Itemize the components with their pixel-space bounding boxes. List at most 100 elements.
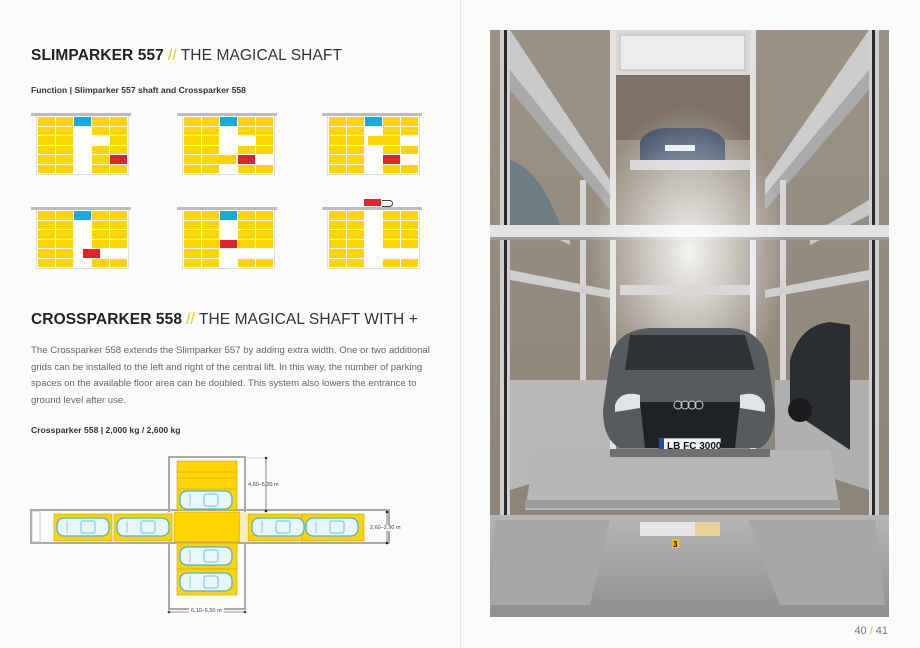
parking-space xyxy=(92,239,109,249)
parking-space xyxy=(383,239,400,249)
parking-space xyxy=(238,230,255,239)
parking-space xyxy=(38,136,55,145)
heading-separator: // xyxy=(186,311,195,328)
grid-ground-line xyxy=(177,113,277,116)
parking-space xyxy=(38,230,55,239)
grid-body xyxy=(36,210,129,269)
parking-space xyxy=(184,145,201,155)
parking-space xyxy=(401,145,418,155)
parking-space xyxy=(383,136,400,145)
parking-space xyxy=(238,258,255,268)
parking-space xyxy=(110,164,127,174)
target-car xyxy=(220,239,237,249)
moving-space xyxy=(219,155,237,164)
parking-space xyxy=(347,155,364,164)
target-car xyxy=(83,249,100,258)
parking-space xyxy=(347,258,364,268)
grid-body xyxy=(182,116,275,175)
section1-heading: SLIMPARKER 557//THE MAGICAL SHAFT xyxy=(31,47,342,65)
parking-space xyxy=(329,136,346,145)
parking-space xyxy=(92,117,109,126)
parking-space xyxy=(329,258,346,268)
parking-space xyxy=(256,136,273,145)
parking-space xyxy=(347,117,364,126)
parking-space xyxy=(401,239,418,249)
parking-space xyxy=(238,164,255,174)
license-plate-text: LB FC 3000 xyxy=(667,441,722,452)
parking-space xyxy=(92,258,109,268)
platform-number: 3 xyxy=(673,540,678,549)
parking-space xyxy=(202,211,219,220)
parking-space xyxy=(38,211,55,220)
grid-body xyxy=(327,210,420,269)
parking-space xyxy=(347,136,364,145)
parking-space xyxy=(329,155,346,164)
parking-space xyxy=(329,117,346,126)
parking-space xyxy=(38,249,55,258)
parking-space xyxy=(347,220,364,230)
parking-space xyxy=(110,126,127,136)
lift-platform xyxy=(74,211,91,220)
parking-space xyxy=(202,220,219,230)
lift-platform xyxy=(220,117,237,126)
parking-space xyxy=(184,249,201,258)
section2-title-bold: CROSSPARKER 558 xyxy=(31,311,183,328)
parking-space xyxy=(184,155,201,164)
parking-space xyxy=(238,145,255,155)
parking-space xyxy=(56,136,73,145)
parking-space xyxy=(238,117,255,126)
parking-space xyxy=(383,117,400,126)
dimension-vertical-arm: 4,60–5,20 m xyxy=(248,482,279,488)
section2-title-light: THE MAGICAL SHAFT WITH + xyxy=(198,311,418,328)
parking-space xyxy=(56,117,73,126)
parking-space xyxy=(110,136,127,145)
parking-space xyxy=(110,211,127,220)
parking-space xyxy=(256,211,273,220)
page-numbers: 40/41 xyxy=(854,625,888,637)
parking-space xyxy=(92,126,109,136)
parking-space xyxy=(347,126,364,136)
parking-space xyxy=(92,164,109,174)
parking-space xyxy=(56,258,73,268)
parking-shaft-photo: LB FC 3000 3 xyxy=(490,30,889,617)
parking-space xyxy=(383,145,400,155)
parking-space xyxy=(256,230,273,239)
lift-platform xyxy=(220,211,237,220)
parking-space xyxy=(329,145,346,155)
parking-space xyxy=(347,239,364,249)
car-exiting xyxy=(364,199,381,206)
parking-space xyxy=(202,164,219,174)
parking-space xyxy=(56,211,73,220)
parking-space xyxy=(347,145,364,155)
parking-space xyxy=(401,258,418,268)
target-car xyxy=(238,155,255,164)
section1-title-light: THE MAGICAL SHAFT xyxy=(180,47,343,64)
parking-space xyxy=(347,211,364,220)
parking-space xyxy=(92,211,109,220)
dimension-width: 6,10–6,50 m xyxy=(189,608,224,614)
parking-space xyxy=(329,239,346,249)
heading-separator: // xyxy=(167,47,177,64)
parking-space xyxy=(38,155,55,164)
parking-space xyxy=(92,155,109,164)
target-car xyxy=(110,155,127,164)
parking-space xyxy=(256,220,273,230)
parking-space xyxy=(56,164,73,174)
lift-platform xyxy=(365,117,382,126)
parking-space xyxy=(184,126,201,136)
parking-space xyxy=(184,220,201,230)
parking-space xyxy=(329,249,346,258)
parking-space xyxy=(92,145,109,155)
parking-space xyxy=(110,230,127,239)
parking-space xyxy=(38,220,55,230)
parking-space xyxy=(184,164,201,174)
parking-space xyxy=(38,126,55,136)
parking-space xyxy=(347,230,364,239)
parking-space xyxy=(238,220,255,230)
parking-space xyxy=(256,164,273,174)
parking-space xyxy=(401,230,418,239)
grid-body xyxy=(36,116,129,175)
parking-space xyxy=(184,258,201,268)
parking-space xyxy=(401,164,418,174)
parking-space xyxy=(347,249,364,258)
